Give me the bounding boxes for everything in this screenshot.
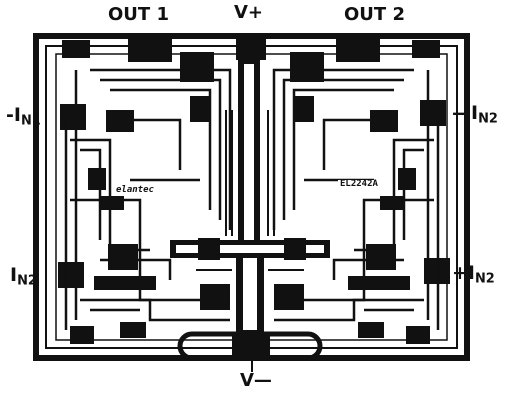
pin-label-in2-plus: +IN2: [452, 264, 495, 287]
pin-main: I: [467, 262, 475, 284]
pin-sign: -: [6, 104, 14, 126]
pin-sign: +: [452, 262, 468, 284]
pin-label-out1: OUT 1: [108, 4, 169, 25]
pin-sub: N2: [17, 273, 37, 289]
bond-pad-out2: [336, 38, 380, 62]
vminus-bus-core: [243, 256, 257, 330]
pin-label-in1-plus: IN2: [10, 266, 37, 289]
bond-pad-bottom-right: [406, 326, 430, 344]
vplus-bus-core: [244, 64, 254, 244]
bond-pad-vplus: [236, 38, 266, 60]
pin-main: I: [10, 264, 18, 286]
die-brand-marking: elantec: [114, 185, 156, 196]
bond-pad-top-left: [62, 40, 90, 58]
pin-sub: N2: [475, 271, 495, 287]
pin-sub: N1: [20, 113, 41, 129]
pin-label-out2: OUT 2: [344, 4, 405, 25]
pin-main: I: [13, 104, 21, 126]
bottom-rail: [177, 331, 323, 361]
die-part-marking: EL2242A: [338, 179, 380, 190]
pin-label-in2-minus: —IN2: [452, 104, 498, 127]
left-transistors: [88, 52, 230, 338]
bond-pad-out1: [128, 38, 172, 62]
pin-label-vplus: V+: [234, 2, 264, 23]
bond-pad-vminus: [232, 334, 270, 356]
bond-pad-top-right: [412, 40, 440, 58]
bond-pad-in2-minus: [420, 100, 446, 126]
pin-label-vminus: V—: [240, 370, 272, 391]
bond-pad-bottom-left: [70, 326, 94, 344]
pin-sign: —: [452, 102, 471, 124]
bond-pad-in1-minus: [60, 104, 86, 130]
ground-bar-core: [176, 245, 324, 253]
right-transistors: [274, 52, 416, 338]
bond-pad-in1-plus: [58, 262, 84, 288]
pin-label-in1-minus: -IN1: [6, 106, 41, 129]
central-traces: [196, 110, 304, 271]
pin-sub: N2: [478, 111, 498, 127]
pin-main: I: [471, 102, 479, 124]
